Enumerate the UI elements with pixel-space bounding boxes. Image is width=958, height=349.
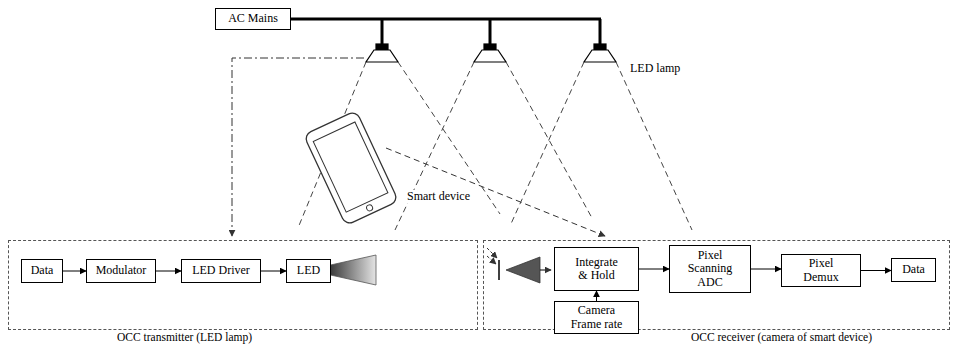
group-heading: OCC transmitter (LED lamp) — [117, 331, 252, 344]
connector — [639, 269, 669, 270]
process-box: Camera Frame rate — [554, 301, 639, 334]
box-label: Data — [902, 263, 925, 276]
box-label: Integrate & Hold — [571, 256, 623, 282]
process-box: Integrate & Hold — [554, 247, 639, 291]
connector — [861, 270, 891, 271]
box-label: LED Driver — [192, 264, 250, 277]
led-emitter — [326, 255, 376, 285]
connector — [751, 269, 781, 270]
box-label: Data — [31, 264, 54, 277]
connector — [156, 271, 181, 272]
process-box: LED — [286, 259, 331, 283]
process-box: Pixel Scanning ADC — [669, 245, 751, 293]
photodetector-symbol — [487, 248, 551, 283]
process-box: Pixel Demux — [781, 254, 861, 287]
led-lamp-symbol — [366, 44, 616, 62]
connector — [63, 271, 86, 272]
process-box: AC Mains — [215, 8, 291, 30]
box-label: Modulator — [96, 264, 147, 277]
group-box: OCC transmitter (LED lamp)DataModulatorL… — [8, 240, 478, 330]
process-box: LED Driver — [181, 259, 261, 283]
mains-wiring — [291, 19, 601, 44]
process-box: Data — [891, 258, 936, 282]
pointer-arrow — [386, 148, 605, 236]
box-label: Camera Frame rate — [568, 304, 626, 330]
figure-label: Smart device — [405, 190, 472, 203]
connector — [261, 271, 286, 272]
figure-label: LED lamp — [628, 62, 682, 75]
box-label: Pixel Scanning ADC — [684, 249, 736, 289]
connector — [596, 291, 597, 301]
box-label: AC Mains — [228, 12, 278, 25]
light-cone — [298, 62, 692, 230]
process-box: Modulator — [86, 259, 156, 283]
box-label: Pixel Demux — [800, 257, 842, 283]
pointer-arrow — [232, 58, 364, 236]
box-label: LED — [297, 264, 320, 277]
smart-device-icon — [304, 110, 399, 225]
process-box: Data — [21, 259, 63, 283]
group-heading: OCC receiver (camera of smart device) — [691, 331, 872, 344]
group-box: OCC receiver (camera of smart device)Int… — [483, 240, 950, 330]
